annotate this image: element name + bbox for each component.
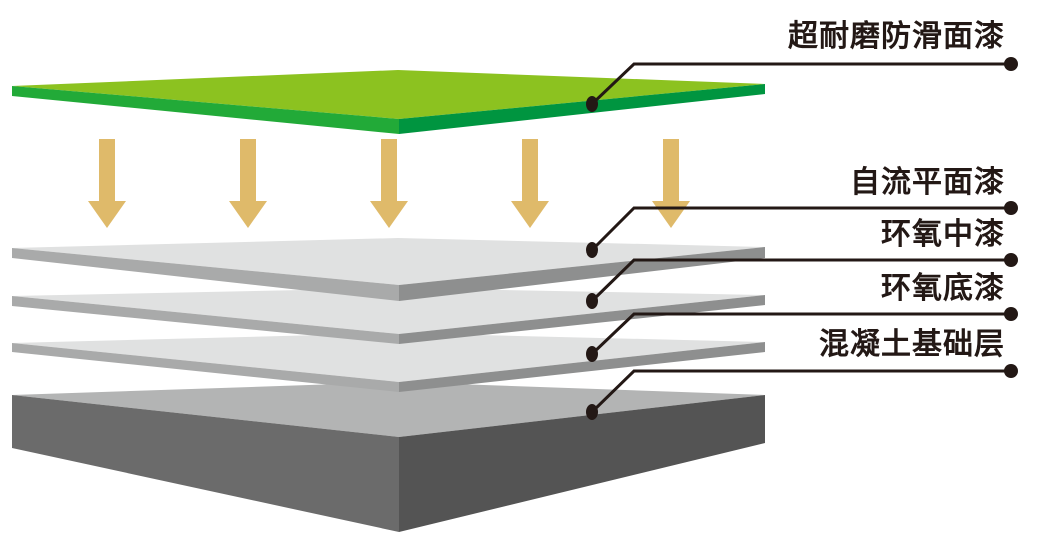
layer-self-leveling [12,238,765,301]
layer-epoxy-midcoat [12,288,765,344]
leader-dot-topcoat-start [586,96,598,112]
topcoat-left-face [12,86,399,134]
leader-line-primer [590,312,1011,356]
leader-dot-primer-start [586,346,598,362]
leader-dot-midcoat-end [1004,253,1018,267]
arrow-down-icon [229,139,267,228]
primer-left-face [12,343,399,392]
leader-dot-primer-end [1004,307,1018,321]
label-self-leveling: 自流平面漆 [850,165,1005,200]
label-epoxy-midcoat: 环氧中漆 [881,217,1005,252]
leader-line-midcoat [590,258,1011,303]
concrete-right-face [399,395,765,532]
topcoat-top-face [12,70,765,119]
arrow-down-icon [88,139,126,228]
selflevel-top-face [12,238,765,285]
arrow-down-icon [652,139,690,228]
layer-anti-slip-topcoat [12,70,765,134]
concrete-left-face [12,395,399,532]
concrete-top-face [12,382,765,437]
topcoat-right-face [399,84,765,134]
leader-dot-concrete-end [1004,364,1018,378]
layer-epoxy-primer [12,333,765,392]
label-epoxy-primer: 环氧底漆 [881,271,1005,306]
arrow-down-icon [370,139,408,228]
leader-dot-topcoat-end [1004,57,1018,71]
layer-concrete-base [12,382,765,532]
selflevel-left-face [12,248,399,301]
leader-dot-selflevel-end [1004,201,1018,215]
midcoat-right-face [399,295,765,344]
leader-line-topcoat [590,62,1011,106]
leader-dot-midcoat-start [586,293,598,309]
leader-dot-concrete-start [586,404,598,420]
arrow-down-icon [511,139,549,228]
leader-dot-selflevel-start [586,242,598,258]
downward-arrows [88,139,690,228]
midcoat-top-face [12,288,765,334]
primer-right-face [399,342,765,392]
midcoat-left-face [12,296,399,344]
label-concrete-base: 混凝土基础层 [819,327,1005,362]
primer-top-face [12,333,765,382]
label-anti-slip-topcoat: 超耐磨防滑面漆 [788,19,1005,54]
leader-line-selflevel [590,206,1011,252]
leader-line-concrete [590,369,1011,414]
